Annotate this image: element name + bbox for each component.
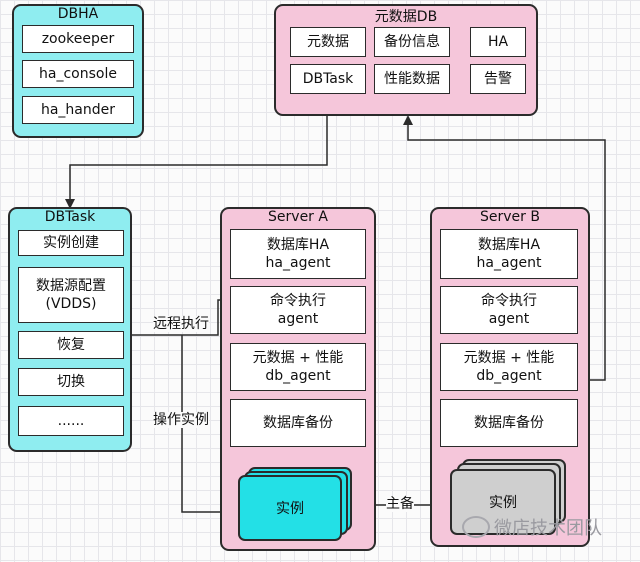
arrow-metadb-to-dbtask xyxy=(65,92,328,209)
server-b-title: Server B xyxy=(480,209,540,225)
server-b-module-exec-line1: 命令执行 xyxy=(481,293,537,309)
metadb-item-perf-data: 性能数据 xyxy=(374,64,450,94)
server-b-group: Server B 数据库HA ha_agent 命令执行 agent 元数据 +… xyxy=(430,207,590,547)
metadb-item-metadata: 元数据 xyxy=(290,27,366,57)
dbtask-item-restore: 恢复 xyxy=(18,331,124,359)
metadb-group: 元数据DB 元数据 备份信息 HA DBTask 性能数据 告警 xyxy=(274,4,538,116)
metadb-item-alert: 告警 xyxy=(470,64,526,94)
metadb-item-ha: HA xyxy=(470,27,526,57)
server-b-module-exec: 命令执行 agent xyxy=(440,286,578,334)
dbha-item-ha-hander: ha_hander xyxy=(22,96,134,124)
server-a-module-backup: 数据库备份 xyxy=(230,399,366,447)
server-a-module-meta-perf-line2: db_agent xyxy=(265,368,331,384)
server-b-module-ha-line1: 数据库HA xyxy=(477,237,541,253)
dbha-item-zookeeper: zookeeper xyxy=(22,25,134,53)
server-a-module-exec: 命令执行 agent xyxy=(230,286,366,334)
server-a-module-ha: 数据库HA ha_agent xyxy=(230,229,366,279)
server-b-module-meta-perf-line1: 元数据 + 性能 xyxy=(463,350,555,366)
arrow-serverb-to-metadb xyxy=(403,115,606,381)
server-a-module-exec-line1: 命令执行 xyxy=(270,293,326,309)
label-operate-instance: 操作实例 xyxy=(153,412,209,428)
dbtask-item-switch: 切换 xyxy=(18,368,124,396)
server-a-module-ha-line1: 数据库HA xyxy=(266,237,330,253)
dbha-title: DBHA xyxy=(57,6,99,22)
server-a-module-meta-perf: 元数据 + 性能 db_agent xyxy=(230,343,366,391)
watermark-text: 微店技术团队 xyxy=(494,518,602,539)
dbtask-item-more: ...... xyxy=(18,406,124,436)
label-master-backup: 主备 xyxy=(386,496,414,512)
server-a-instance: 实例 xyxy=(238,475,342,541)
dbtask-title: DBTask xyxy=(44,209,96,225)
label-remote-exec: 远程执行 xyxy=(153,316,209,332)
server-a-title: Server A xyxy=(268,209,328,225)
server-b-module-backup: 数据库备份 xyxy=(440,399,578,447)
server-a-module-backup-line1: 数据库备份 xyxy=(263,415,333,431)
dbtask-item-create-instance: 实例创建 xyxy=(18,230,124,256)
server-b-module-exec-line2: agent xyxy=(488,311,530,327)
server-a-module-exec-line2: agent xyxy=(277,311,319,327)
dbtask-item-datasource-config: 数据源配置 (VDDS) xyxy=(18,267,124,323)
arrow-operate-instance xyxy=(181,335,238,517)
metadb-item-backup-info: 备份信息 xyxy=(374,27,450,57)
server-a-module-meta-perf-line1: 元数据 + 性能 xyxy=(252,350,344,366)
server-b-module-meta-perf: 元数据 + 性能 db_agent xyxy=(440,343,578,391)
dbha-group: DBHA zookeeper ha_console ha_hander xyxy=(12,4,144,138)
server-b-module-backup-line1: 数据库备份 xyxy=(474,415,544,431)
server-b-module-ha: 数据库HA ha_agent xyxy=(440,229,578,279)
server-b-module-ha-line2: ha_agent xyxy=(476,255,542,271)
metadb-item-dbtask: DBTask xyxy=(290,64,366,94)
dbha-item-ha-console: ha_console xyxy=(22,60,134,88)
server-a-group: Server A 数据库HA ha_agent 命令执行 agent 元数据 +… xyxy=(220,207,376,551)
server-b-module-meta-perf-line2: db_agent xyxy=(476,368,542,384)
metadb-title: 元数据DB xyxy=(374,9,438,25)
server-a-module-ha-line2: ha_agent xyxy=(265,255,331,271)
wechat-icon xyxy=(462,516,490,538)
dbtask-group: DBTask 实例创建 数据源配置 (VDDS) 恢复 切换 ...... xyxy=(8,207,132,452)
